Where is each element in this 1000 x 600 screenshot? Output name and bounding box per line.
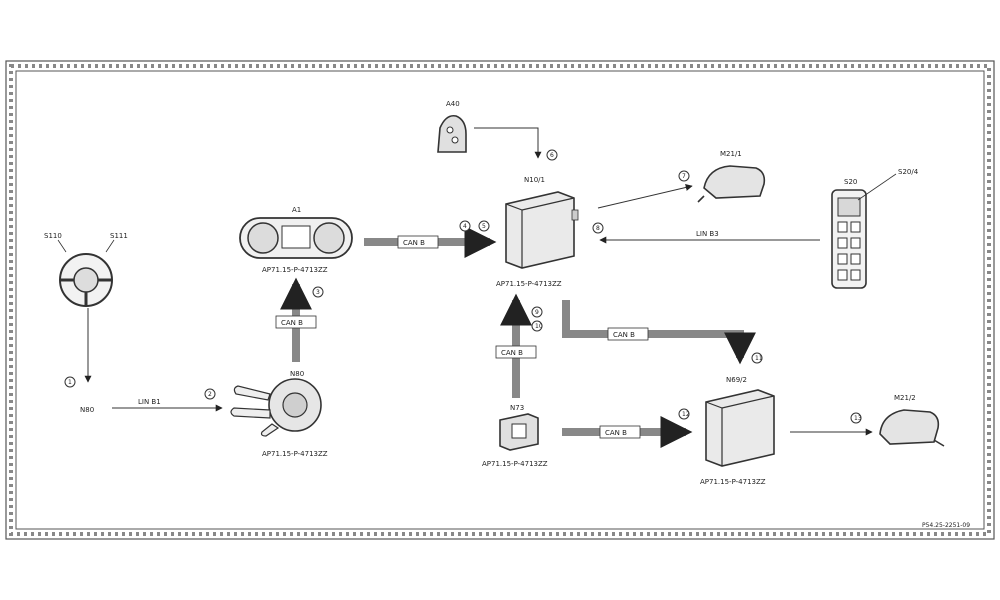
step-number-7: 7 xyxy=(682,173,686,180)
door-switch-label: S20 xyxy=(844,178,857,186)
steering-module-label: N80 xyxy=(80,406,94,414)
step-number-13: 13 xyxy=(854,415,862,422)
steering-wheel-icon xyxy=(59,253,113,307)
can-b-sam-to-rear-line xyxy=(562,300,756,365)
diagram-footer-code: P54.25-2251-09 xyxy=(922,522,970,529)
step-number-5: 5 xyxy=(482,223,486,230)
step-number-12: 12 xyxy=(682,411,690,418)
door-switch-icon xyxy=(831,189,867,289)
step-number-3: 3 xyxy=(316,289,320,296)
step-number-4: 4 xyxy=(463,223,467,230)
can-b-sam-to-rear-label: CAN B xyxy=(613,331,635,339)
ezs-module-label: N73 xyxy=(510,404,524,412)
instrument-cluster-icon xyxy=(239,217,353,259)
mirror-right-label: M21/2 xyxy=(894,394,916,402)
diagram-frame xyxy=(5,60,995,540)
rear-sam-code: AP71.15-P-4713ZZ xyxy=(700,478,766,486)
sam-control-unit-icon xyxy=(505,191,579,269)
instrument-cluster-label: A1 xyxy=(292,206,301,214)
connection-key-to-sam xyxy=(474,127,542,159)
steering-wheel-right-label: S111 xyxy=(110,232,128,240)
sam-front-code: AP71.15-P-4713ZZ xyxy=(496,280,562,288)
mirror-right-icon xyxy=(879,409,945,447)
can-b-cluster-to-sam-label: CAN B xyxy=(403,239,425,247)
instrument-cluster-code: AP71.15-P-4713ZZ xyxy=(262,266,328,274)
step-number-1: 1 xyxy=(68,379,72,386)
mirror-left-icon xyxy=(697,165,766,203)
rear-sam-label: N69/2 xyxy=(726,376,747,384)
step-number-6: 6 xyxy=(550,152,554,159)
mirror-left-label: M21/1 xyxy=(720,150,742,158)
sam-front-label: N10/1 xyxy=(524,176,545,184)
can-b-ezs-vertical-label: CAN B xyxy=(501,349,523,357)
step-number-10: 10 xyxy=(535,323,543,330)
key-label: A40 xyxy=(446,100,460,108)
step-number-2: 2 xyxy=(208,391,212,398)
can-b-vertical-cluster-label: CAN B xyxy=(281,319,303,327)
lin-b1-label: LIN B1 xyxy=(138,398,161,406)
rear-sam-control-unit-icon xyxy=(705,389,775,467)
step-number-9: 9 xyxy=(535,309,539,316)
steering-wheel-left-label: S110 xyxy=(44,232,62,240)
ezs-module-code: AP71.15-P-4713ZZ xyxy=(482,460,548,468)
steering-column-switch-icon xyxy=(230,378,322,437)
can-b-ezs-to-rear-label: CAN B xyxy=(605,429,627,437)
column-switch-code: AP71.15-P-4713ZZ xyxy=(262,450,328,458)
key-icon xyxy=(437,114,467,153)
connection-sam-to-mirror-left xyxy=(597,184,693,209)
column-switch-label: N80 xyxy=(290,370,304,378)
step-number-8: 8 xyxy=(596,225,600,232)
step-number-11: 11 xyxy=(755,355,763,362)
door-switch-extra-label: S20/4 xyxy=(898,168,919,176)
ignition-module-icon xyxy=(499,413,539,451)
lin-b3-label: LIN B3 xyxy=(696,230,719,238)
